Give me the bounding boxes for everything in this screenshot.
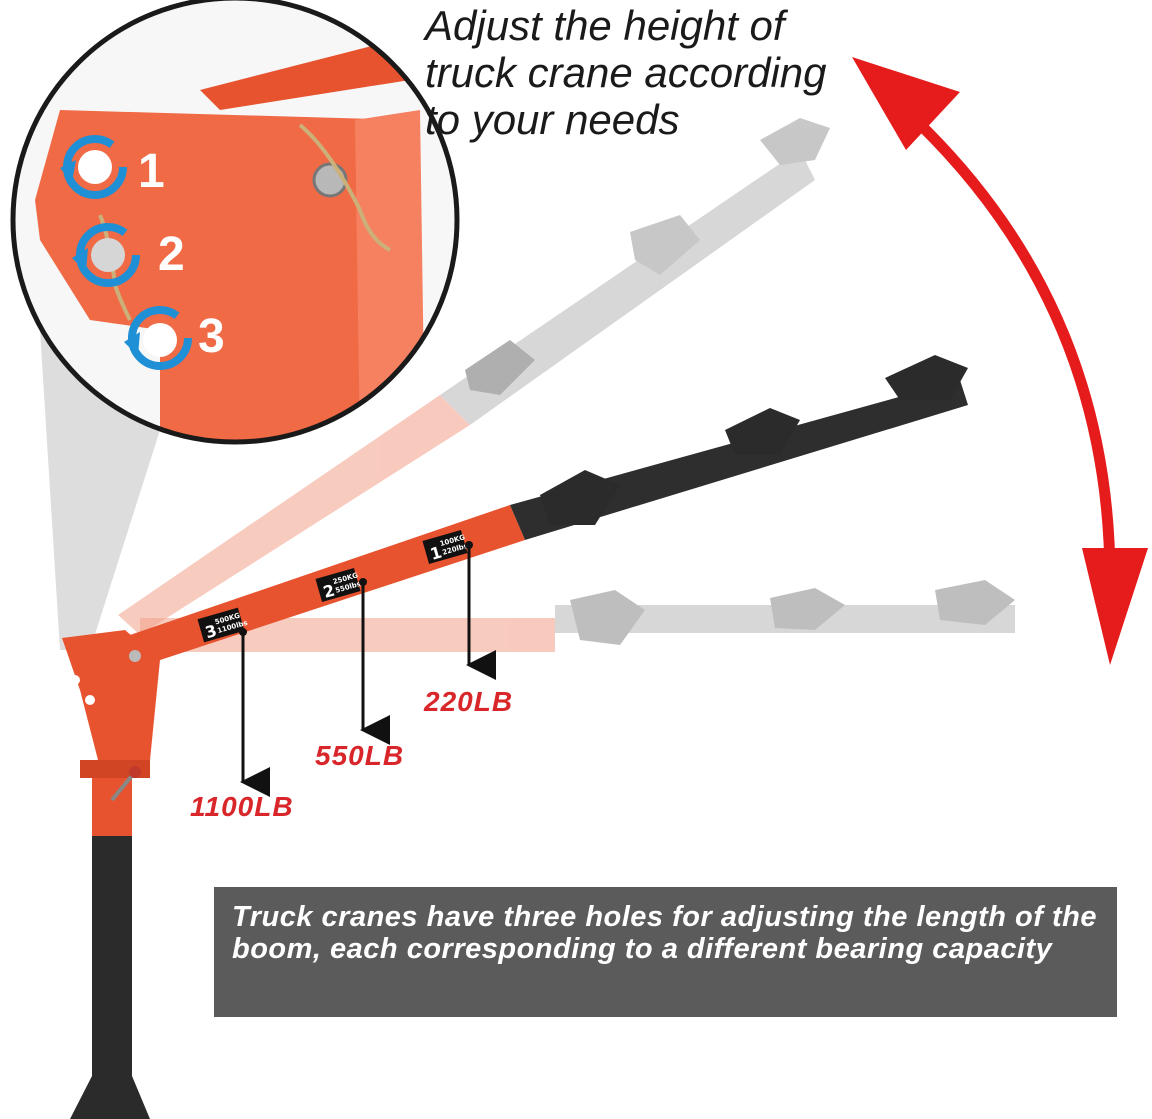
caption-box: Truck cranes have three holes for adjust… <box>214 887 1117 1017</box>
hole-label-2: 2 <box>158 228 185 281</box>
boom-tag-3: 3 500KG 1100lbs <box>197 607 249 643</box>
crane-post <box>62 630 160 1119</box>
boom-tag-3-number: 3 <box>203 621 219 642</box>
boom-horizontal-ghost <box>140 580 1015 652</box>
boom-tag-2-number: 2 <box>321 581 337 602</box>
boom-tag-1: 1 100KG 220lbs <box>422 529 469 565</box>
hole-label-3: 3 <box>198 310 225 363</box>
boom-top-ghost <box>118 118 830 635</box>
boom-tag-1-number: 1 <box>428 543 444 564</box>
inset-zoom: 1 2 3 <box>10 0 460 445</box>
height-adjust-arrow <box>852 57 1148 665</box>
headline-line-2: truck crane according <box>425 49 827 96</box>
inset-ring <box>10 0 460 445</box>
load-label-1100: 1100LB <box>190 791 294 822</box>
load-label-550: 550LB <box>315 740 405 771</box>
hole-label-1: 1 <box>138 145 165 198</box>
caption-text: Truck cranes have three holes for adjust… <box>232 901 1097 965</box>
headline-line-1: Adjust the height of <box>425 2 785 49</box>
headline-line-3: to your needs <box>425 96 680 143</box>
headline: Adjust the height of truck crane accordi… <box>425 2 845 143</box>
load-label-220: 220LB <box>424 686 514 717</box>
boom-tag-2: 2 250KG 550lbs <box>315 567 362 603</box>
